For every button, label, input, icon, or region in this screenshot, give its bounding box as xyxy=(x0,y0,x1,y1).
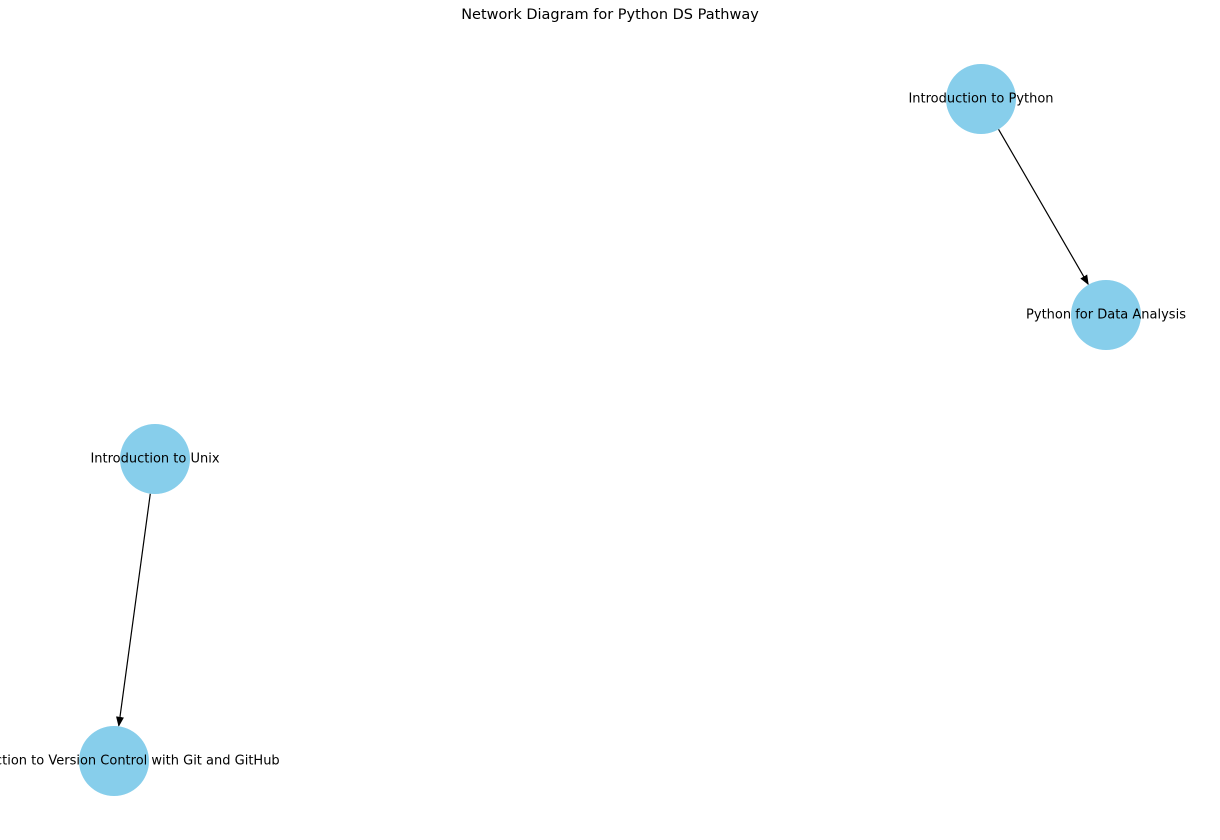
node-intro-version-control xyxy=(79,726,149,796)
nodes-layer xyxy=(79,64,1141,796)
diagram-title: Network Diagram for Python DS Pathway xyxy=(461,7,759,23)
node-label-intro-version-control: Introduction to Version Control with Git… xyxy=(0,754,280,769)
edge-intro-unix-to-intro-version-control xyxy=(116,493,151,727)
node-label-intro-python: Introduction to Python xyxy=(908,92,1053,107)
node-intro-unix xyxy=(120,424,190,494)
node-label-python-data-analysis: Python for Data Analysis xyxy=(1026,308,1186,323)
node-python-data-analysis xyxy=(1071,280,1141,350)
node-intro-python xyxy=(946,64,1016,134)
node-label-intro-unix: Introduction to Unix xyxy=(90,452,219,467)
edges-layer xyxy=(116,128,1089,727)
edge-intro-python-to-python-data-analysis xyxy=(998,128,1089,286)
